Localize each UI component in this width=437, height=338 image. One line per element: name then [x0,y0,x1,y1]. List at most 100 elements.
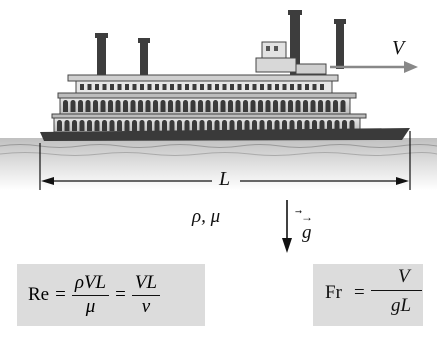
boat-window [320,84,324,90]
froude-denominator: gL [391,295,411,317]
boat-window [238,84,242,90]
froude-numerator: V [398,266,410,288]
boat-arch [95,120,100,131]
boat-window [110,84,114,90]
boat-arch [177,120,182,131]
boat-window [223,84,227,90]
boat-arch [237,120,242,131]
reynolds-equals-2: = [115,284,126,306]
boat-arch [183,100,188,112]
boat-arch [251,100,256,112]
boat-arch [153,100,158,112]
boat-arch [168,100,173,112]
boat-arch [93,100,98,112]
boat-arch [200,120,205,131]
gravity-label: g [302,222,312,244]
boat-window [140,84,144,90]
froude-lhs: Fr [325,282,342,304]
boat-arch [192,120,197,131]
boat-arch [110,120,115,131]
boat-window [305,84,309,90]
boat-window [155,84,159,90]
froude-fraction-bar [371,290,422,291]
boat-arch [78,100,83,112]
boat-window [260,84,264,90]
boat-arch [230,120,235,131]
boat-arch [116,100,121,112]
boat-window [290,84,294,90]
boat-arch [267,120,272,131]
boat-arch [72,120,77,131]
boat-window [208,84,212,90]
boat-arch [131,100,136,112]
boat-window [95,84,99,90]
boat-arch [273,100,278,112]
boat-arch [161,100,166,112]
boat-arch [86,100,91,112]
boat-arch [236,100,241,112]
boat-arch [155,120,160,131]
boat-arch [170,120,175,131]
boat-arch [63,100,68,112]
gravity-arrow [282,200,292,253]
boat-arch [57,120,62,131]
boat-window [268,84,272,90]
boat-arch [117,120,122,131]
boat-arch [311,100,316,112]
boat-window [253,84,257,90]
boat-window [88,84,92,90]
boat-arch [288,100,293,112]
boat-window [163,84,167,90]
boat-window [118,84,122,90]
boat-arch [252,120,257,131]
boat-arch [266,100,271,112]
boat-arch [243,100,248,112]
reynolds-frac2-numerator: VL [132,273,160,296]
boat-arch [140,120,145,131]
boat-arch [185,120,190,131]
boat-window [148,84,152,90]
boat-arch [147,120,152,131]
boat-window [185,84,189,90]
reynolds-fraction-1: ρVL μ [72,273,109,318]
boat-window [313,84,317,90]
velocity-label: V [392,37,404,60]
reynolds-lhs: Re [28,284,49,306]
boat-arch [318,100,323,112]
boat-arch [341,100,346,112]
boat-arch [275,120,280,131]
reynolds-equation: Re = ρVL μ = VL ν [28,273,160,318]
boat-window [80,84,84,90]
boat-window [125,84,129,90]
boat-arch [125,120,130,131]
boat-arch [191,100,196,112]
reynolds-frac2-denominator: ν [139,296,153,318]
reynolds-frac1-denominator: μ [83,296,99,318]
length-label: L [219,168,230,191]
boat-arch [65,120,70,131]
boat-window [245,84,249,90]
boat-arch [213,100,218,112]
boat-arch [71,100,76,112]
boat-arch [123,100,128,112]
boat-window [283,84,287,90]
boat-arch [326,100,331,112]
boat-window [215,84,219,90]
boat-arch [281,100,286,112]
boat-arch [333,100,338,112]
fluid-properties-label: ρ, μ [192,206,220,228]
boat-window [133,84,137,90]
boat-window [298,84,302,90]
boat-window [200,84,204,90]
boat-arch [162,120,167,131]
froude-equals: = [354,282,365,304]
boat-arch [303,100,308,112]
boat-window [275,84,279,90]
boat-window [178,84,182,90]
boat-arch [108,100,113,112]
reynolds-fraction-2: VL ν [132,273,160,318]
boat-arch [222,120,227,131]
boat-arch [221,100,226,112]
boat-arch [80,120,85,131]
